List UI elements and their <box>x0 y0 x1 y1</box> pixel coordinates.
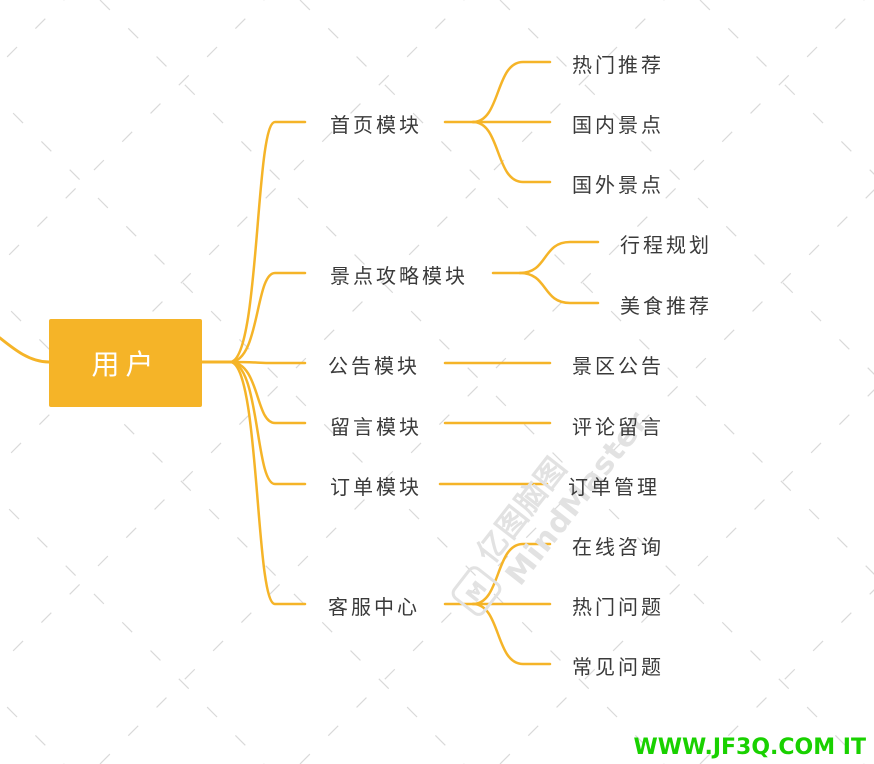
branch-node-service[interactable]: 客服中心 <box>328 595 420 619</box>
leaf-node[interactable]: 行程规划 <box>620 233 712 257</box>
leaf-node[interactable]: 美食推荐 <box>620 294 712 318</box>
leaf-node[interactable]: 订单管理 <box>568 475 660 499</box>
branch-node-homepage[interactable]: 首页模块 <box>330 113 422 137</box>
branch-line-2 <box>230 362 305 363</box>
background-diagonal <box>700 0 874 764</box>
leaf-node[interactable]: 在线咨询 <box>572 535 664 559</box>
leaf-node[interactable]: 国外景点 <box>572 173 664 197</box>
leaf-node[interactable]: 热门问题 <box>572 595 664 619</box>
branch-node-order[interactable]: 订单模块 <box>330 475 422 499</box>
homepage-leaf-0 <box>473 62 550 122</box>
leaf-node[interactable]: 评论留言 <box>572 415 664 439</box>
background-diagonal <box>700 0 874 764</box>
root-node-label: 用户 <box>91 343 159 383</box>
leaf-node[interactable]: 景区公告 <box>572 354 664 378</box>
leaf-node[interactable]: 常见问题 <box>572 655 664 679</box>
branch-node-guide[interactable]: 景点攻略模块 <box>330 264 468 288</box>
branch-node-notice[interactable]: 公告模块 <box>328 354 420 378</box>
footer-site-label: WWW.JF3Q.COM 𬂠IT <box>633 735 866 760</box>
branch-node-message[interactable]: 留言模块 <box>330 415 422 439</box>
branch-line-0 <box>230 122 305 362</box>
leaf-node[interactable]: 热门推荐 <box>572 53 664 77</box>
leaf-node[interactable]: 国内景点 <box>572 113 664 137</box>
root-node[interactable]: 用户 <box>49 319 202 407</box>
homepage-leaf-2 <box>473 122 550 182</box>
guide-leaf-0 <box>520 242 598 273</box>
